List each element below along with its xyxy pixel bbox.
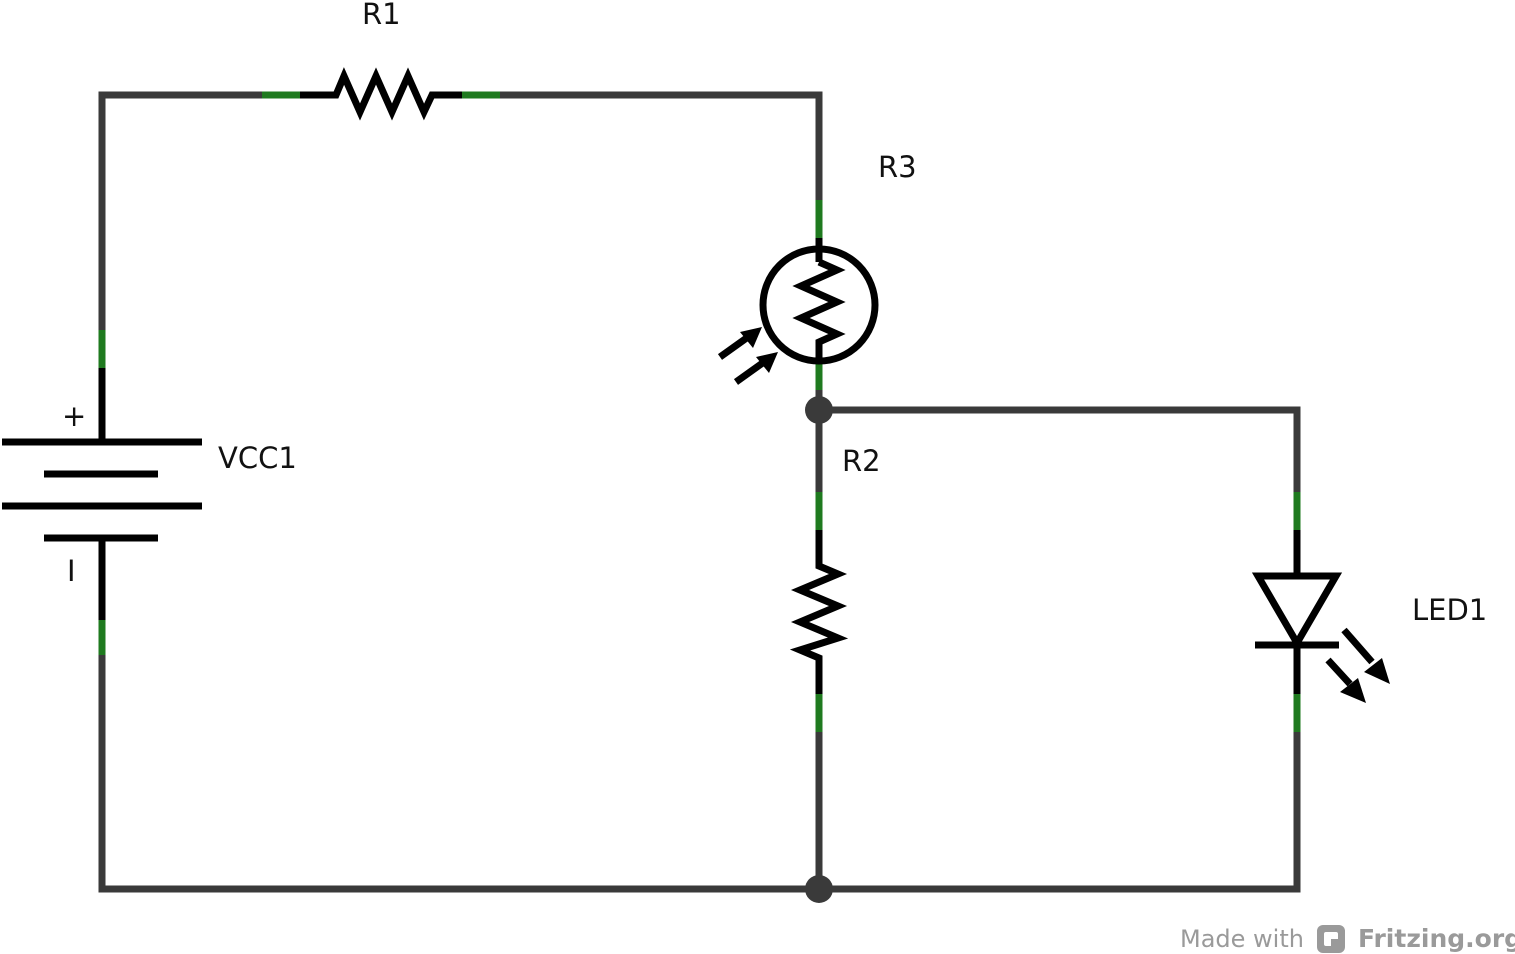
led-led1 xyxy=(1251,530,1390,703)
label-r3: R3 xyxy=(878,150,917,184)
wire-led-to-bottom xyxy=(819,732,1301,893)
resistor-r1 xyxy=(300,67,462,121)
junction-dot-top xyxy=(805,396,833,424)
footer-made-with: Made with xyxy=(1180,925,1304,953)
label-vcc1: VCC1 xyxy=(218,441,297,475)
wire-bottom-left xyxy=(98,620,819,893)
fritzing-logo-icon xyxy=(1317,925,1345,953)
pin-stubs xyxy=(98,91,1301,732)
wire-top-right xyxy=(500,91,823,200)
junction-dot-bottom xyxy=(805,875,833,903)
photoresistor-r3 xyxy=(717,238,879,385)
label-r1: R1 xyxy=(362,0,401,31)
battery-plus-sign: + xyxy=(62,399,86,433)
light-arrow-icon xyxy=(717,327,778,385)
fritzing-footer: Made with Fritzing.org xyxy=(1180,924,1515,953)
wires xyxy=(98,91,1301,903)
light-emission-icon xyxy=(1325,627,1390,703)
wire-left-top xyxy=(98,91,262,440)
wire-node-to-led xyxy=(819,406,1301,492)
label-led1: LED1 xyxy=(1412,593,1487,627)
resistor-r2 xyxy=(789,530,849,694)
footer-brand: Fritzing.org xyxy=(1358,924,1515,953)
battery-vcc1 xyxy=(2,368,202,620)
label-r2: R2 xyxy=(842,444,881,478)
battery-minus-sign: I xyxy=(67,554,76,588)
